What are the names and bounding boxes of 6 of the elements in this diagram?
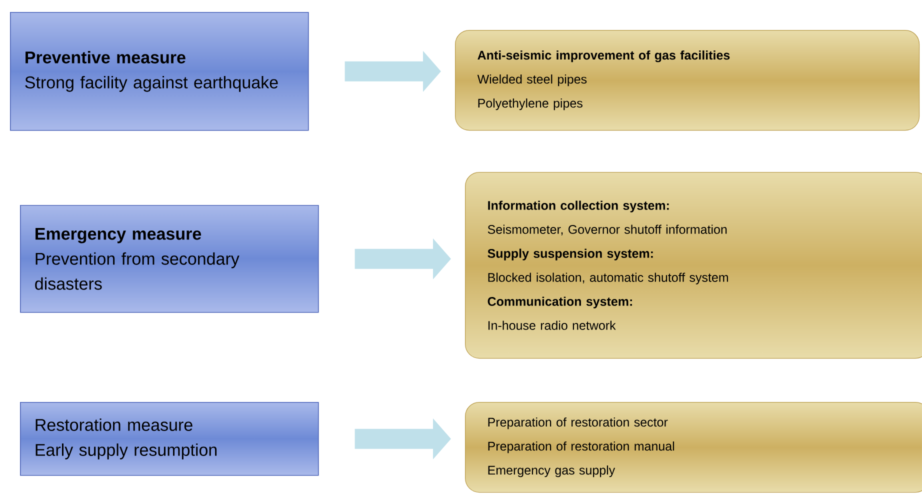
measure-box: Preventive measure Strong facility against earthquake xyxy=(10,12,309,131)
measure-box: Restoration measure Early supply resumption xyxy=(20,402,319,476)
details-box: Anti-seismic improvement of gas facilities Wielded steel pipes Polyethylene pipes xyxy=(455,30,920,131)
details-box: Information collection system: Seismometer, Governor shutoff information Supply suspension system: Blocked isolation, automatic shutoff system Communication system: In-house radio network xyxy=(465,172,922,359)
details-box: Preparation of restoration sector Preparation of restoration manual Emergency gas supply xyxy=(465,402,922,493)
measure-box: Emergency measure Prevention from secondary disasters xyxy=(20,205,319,313)
